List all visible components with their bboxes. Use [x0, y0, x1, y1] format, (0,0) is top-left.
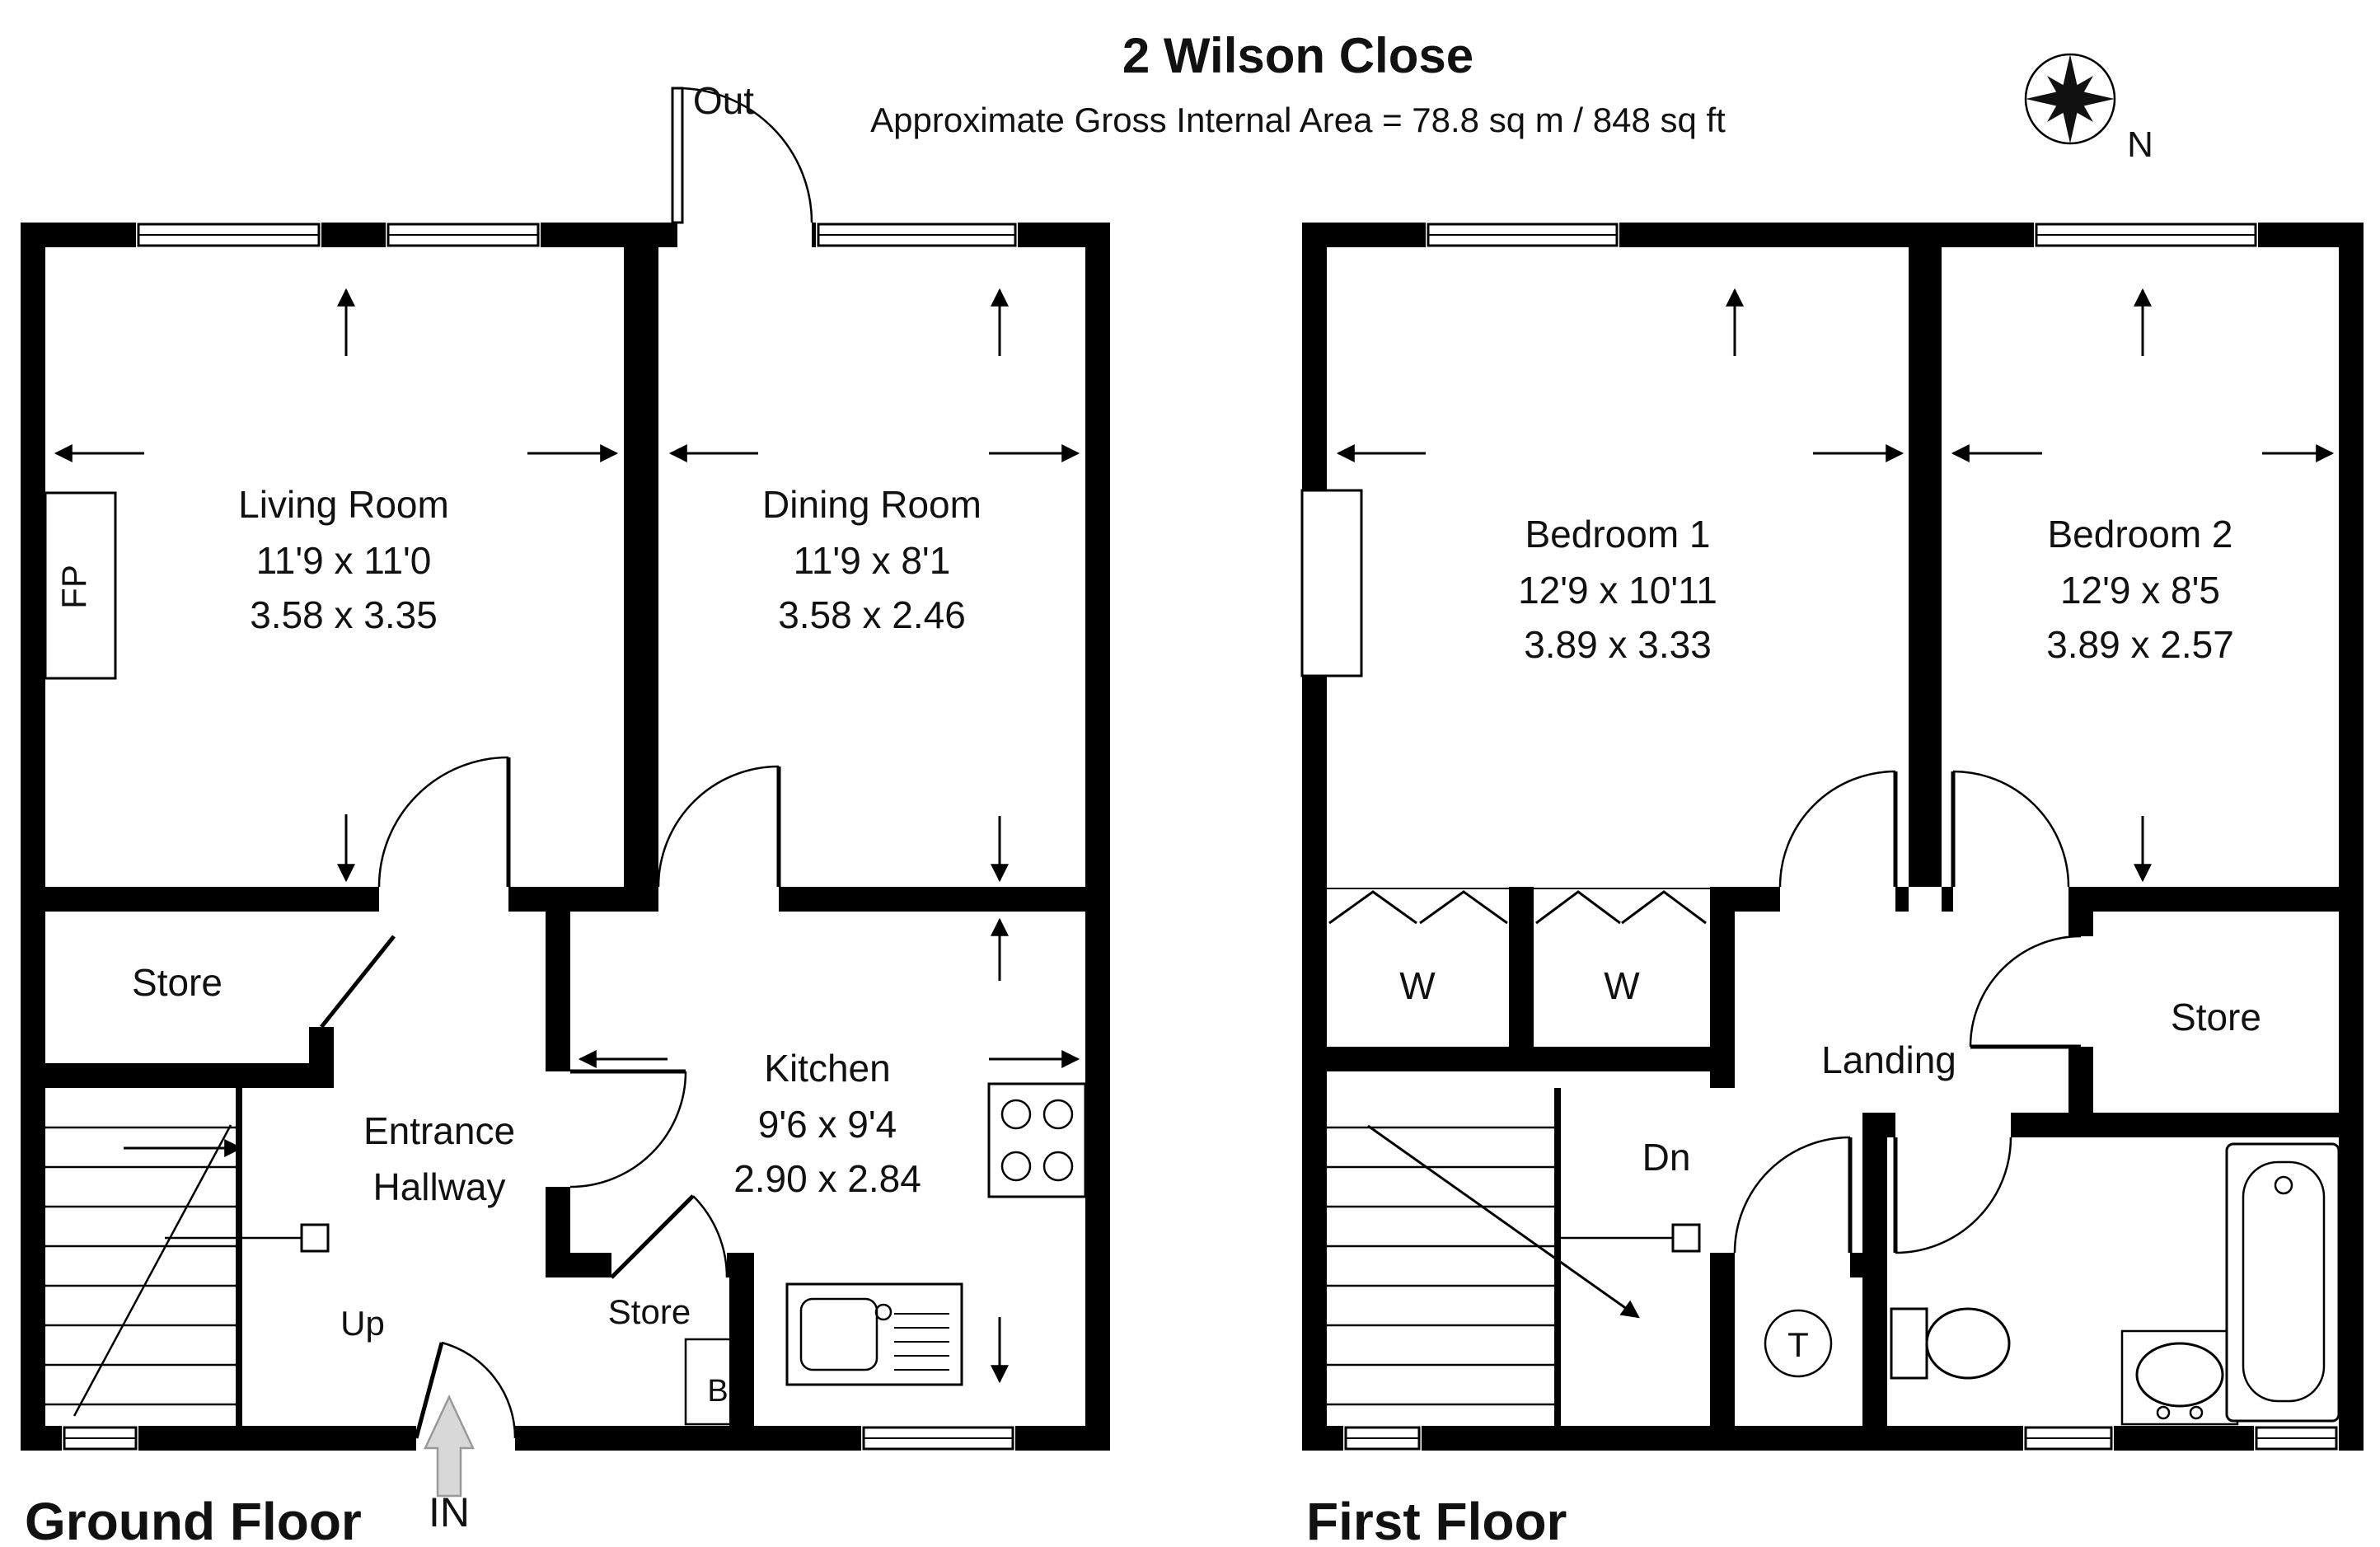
- store-rear-label: Store: [608, 1292, 691, 1331]
- fireplace-label: FP: [54, 565, 93, 609]
- gf-walls: [21, 223, 1110, 1451]
- living-room-imperial: 11'9 x 11'0: [256, 539, 432, 582]
- bedroom2-name: Bedroom 2: [2047, 513, 2232, 556]
- wardrobe2-label: W: [1604, 964, 1640, 1007]
- compass-north-label: N: [2127, 124, 2153, 165]
- first-floor-title: First Floor: [1306, 1492, 1567, 1547]
- hallway-label-line1: Entrance: [363, 1109, 515, 1152]
- bedroom2-door: [1951, 770, 2070, 888]
- store-door: [1969, 935, 2082, 1049]
- window: [2024, 1426, 2113, 1451]
- compass-rose-icon: N: [2024, 53, 2153, 165]
- living-room-door: [377, 756, 511, 888]
- wardrobe1-label: W: [1399, 964, 1436, 1007]
- basin-icon: [2120, 1329, 2239, 1426]
- page-title: 2 Wilson Close: [1122, 28, 1473, 83]
- toilet-icon: [1890, 1307, 2011, 1380]
- window: [63, 1426, 138, 1451]
- sink-icon: [785, 1282, 963, 1386]
- stairs-down-label: Dn: [1642, 1136, 1691, 1179]
- store-label: Store: [2171, 996, 2261, 1038]
- bedroom1-imperial: 12'9 x 10'11: [1518, 569, 1717, 612]
- gf-labels: Living Room 11'9 x 11'0 3.58 x 3.35 Dini…: [25, 79, 982, 1547]
- tank-label: T: [1787, 1325, 1809, 1364]
- gf-windows: [63, 223, 1017, 1451]
- back-door-out: [671, 87, 813, 224]
- bedroom2-metric: 3.89 x 2.57: [2046, 623, 2234, 666]
- bedroom2-imperial: 12'9 x 8'5: [2060, 569, 2220, 612]
- bedroom1-name: Bedroom 1: [1525, 513, 1710, 556]
- boiler-box: [684, 1338, 752, 1426]
- living-room-metric: 3.58 x 3.35: [250, 593, 438, 636]
- gf-doors: [320, 87, 813, 1439]
- kitchen-imperial: 9'6 x 9'4: [758, 1103, 897, 1146]
- ff-doors: [1733, 770, 2082, 1254]
- window: [2255, 1426, 2338, 1451]
- kitchen-door: [569, 1069, 687, 1188]
- first-floor-plan: Bedroom 1 12'9 x 10'11 3.89 x 3.33 Bedro…: [1300, 222, 2364, 1547]
- bedroom1-metric: 3.89 x 3.33: [1524, 623, 1712, 666]
- bathtub-icon: [2225, 1142, 2340, 1423]
- ground-floor-plan: FP: [21, 79, 1110, 1547]
- kitchen-metric: 2.90 x 2.84: [733, 1157, 921, 1200]
- ff-wardrobe-bifold-doors: [1327, 888, 1710, 925]
- window: [2035, 223, 2257, 247]
- gf-stairs: [45, 1124, 330, 1417]
- ff-chimney-breast: [1300, 489, 1363, 677]
- bedroom1-door: [1778, 770, 1898, 888]
- store-door: [320, 935, 396, 1029]
- gf-wall-openings: [62, 222, 1018, 1451]
- header: 2 Wilson Close Approximate Gross Interna…: [870, 28, 2153, 165]
- ff-wall-openings: [1343, 222, 2339, 1451]
- rear-store-door: [610, 1194, 729, 1279]
- window: [387, 223, 540, 247]
- window: [1427, 223, 1619, 247]
- gf-kitchen-fixtures: [684, 1082, 1087, 1426]
- entrance-arrow: [424, 1395, 475, 1498]
- bathroom-door: [1893, 1137, 2012, 1254]
- ff-stairs: [1327, 1124, 1701, 1406]
- dining-room-metric: 3.58 x 2.46: [778, 593, 966, 636]
- tank-cupboard-door: [1733, 1136, 1853, 1254]
- page-subtitle: Approximate Gross Internal Area = 78.8 s…: [870, 101, 1726, 139]
- gf-dimension-arrows: [54, 288, 1080, 1384]
- ff-walls: [1302, 223, 2364, 1451]
- ff-windows: [1344, 223, 2338, 1451]
- ff-dimension-arrows: [1336, 288, 2335, 883]
- front-door-in: [414, 1341, 517, 1439]
- window: [137, 223, 321, 247]
- dining-room-imperial: 11'9 x 8'1: [794, 539, 951, 582]
- tank-icon: [1764, 1309, 1833, 1378]
- window: [862, 1426, 1014, 1451]
- boiler-label: B: [707, 1374, 728, 1409]
- kitchen-name: Kitchen: [764, 1047, 890, 1090]
- gf-fireplace: FP: [44, 491, 117, 680]
- ff-labels: Bedroom 1 12'9 x 10'11 3.89 x 3.33 Bedro…: [1306, 513, 2261, 1547]
- store-left-label: Store: [132, 961, 223, 1004]
- newel-post: [300, 1223, 330, 1253]
- newel-post: [1671, 1223, 1701, 1253]
- dining-room-door: [657, 765, 781, 888]
- entrance-in-label: IN: [429, 1489, 470, 1535]
- ff-bathroom-fixtures: [1764, 1142, 2340, 1426]
- window: [817, 223, 1017, 247]
- window: [1344, 1426, 1421, 1451]
- dining-room-name: Dining Room: [762, 483, 982, 526]
- hob-icon: [987, 1082, 1087, 1198]
- hallway-label-line2: Hallway: [372, 1165, 505, 1208]
- landing-label: Landing: [1821, 1038, 1956, 1081]
- living-room-name: Living Room: [238, 483, 449, 526]
- stairs-up-label: Up: [340, 1304, 385, 1343]
- ground-floor-title: Ground Floor: [25, 1492, 362, 1547]
- back-door-out-label: Out: [693, 79, 754, 122]
